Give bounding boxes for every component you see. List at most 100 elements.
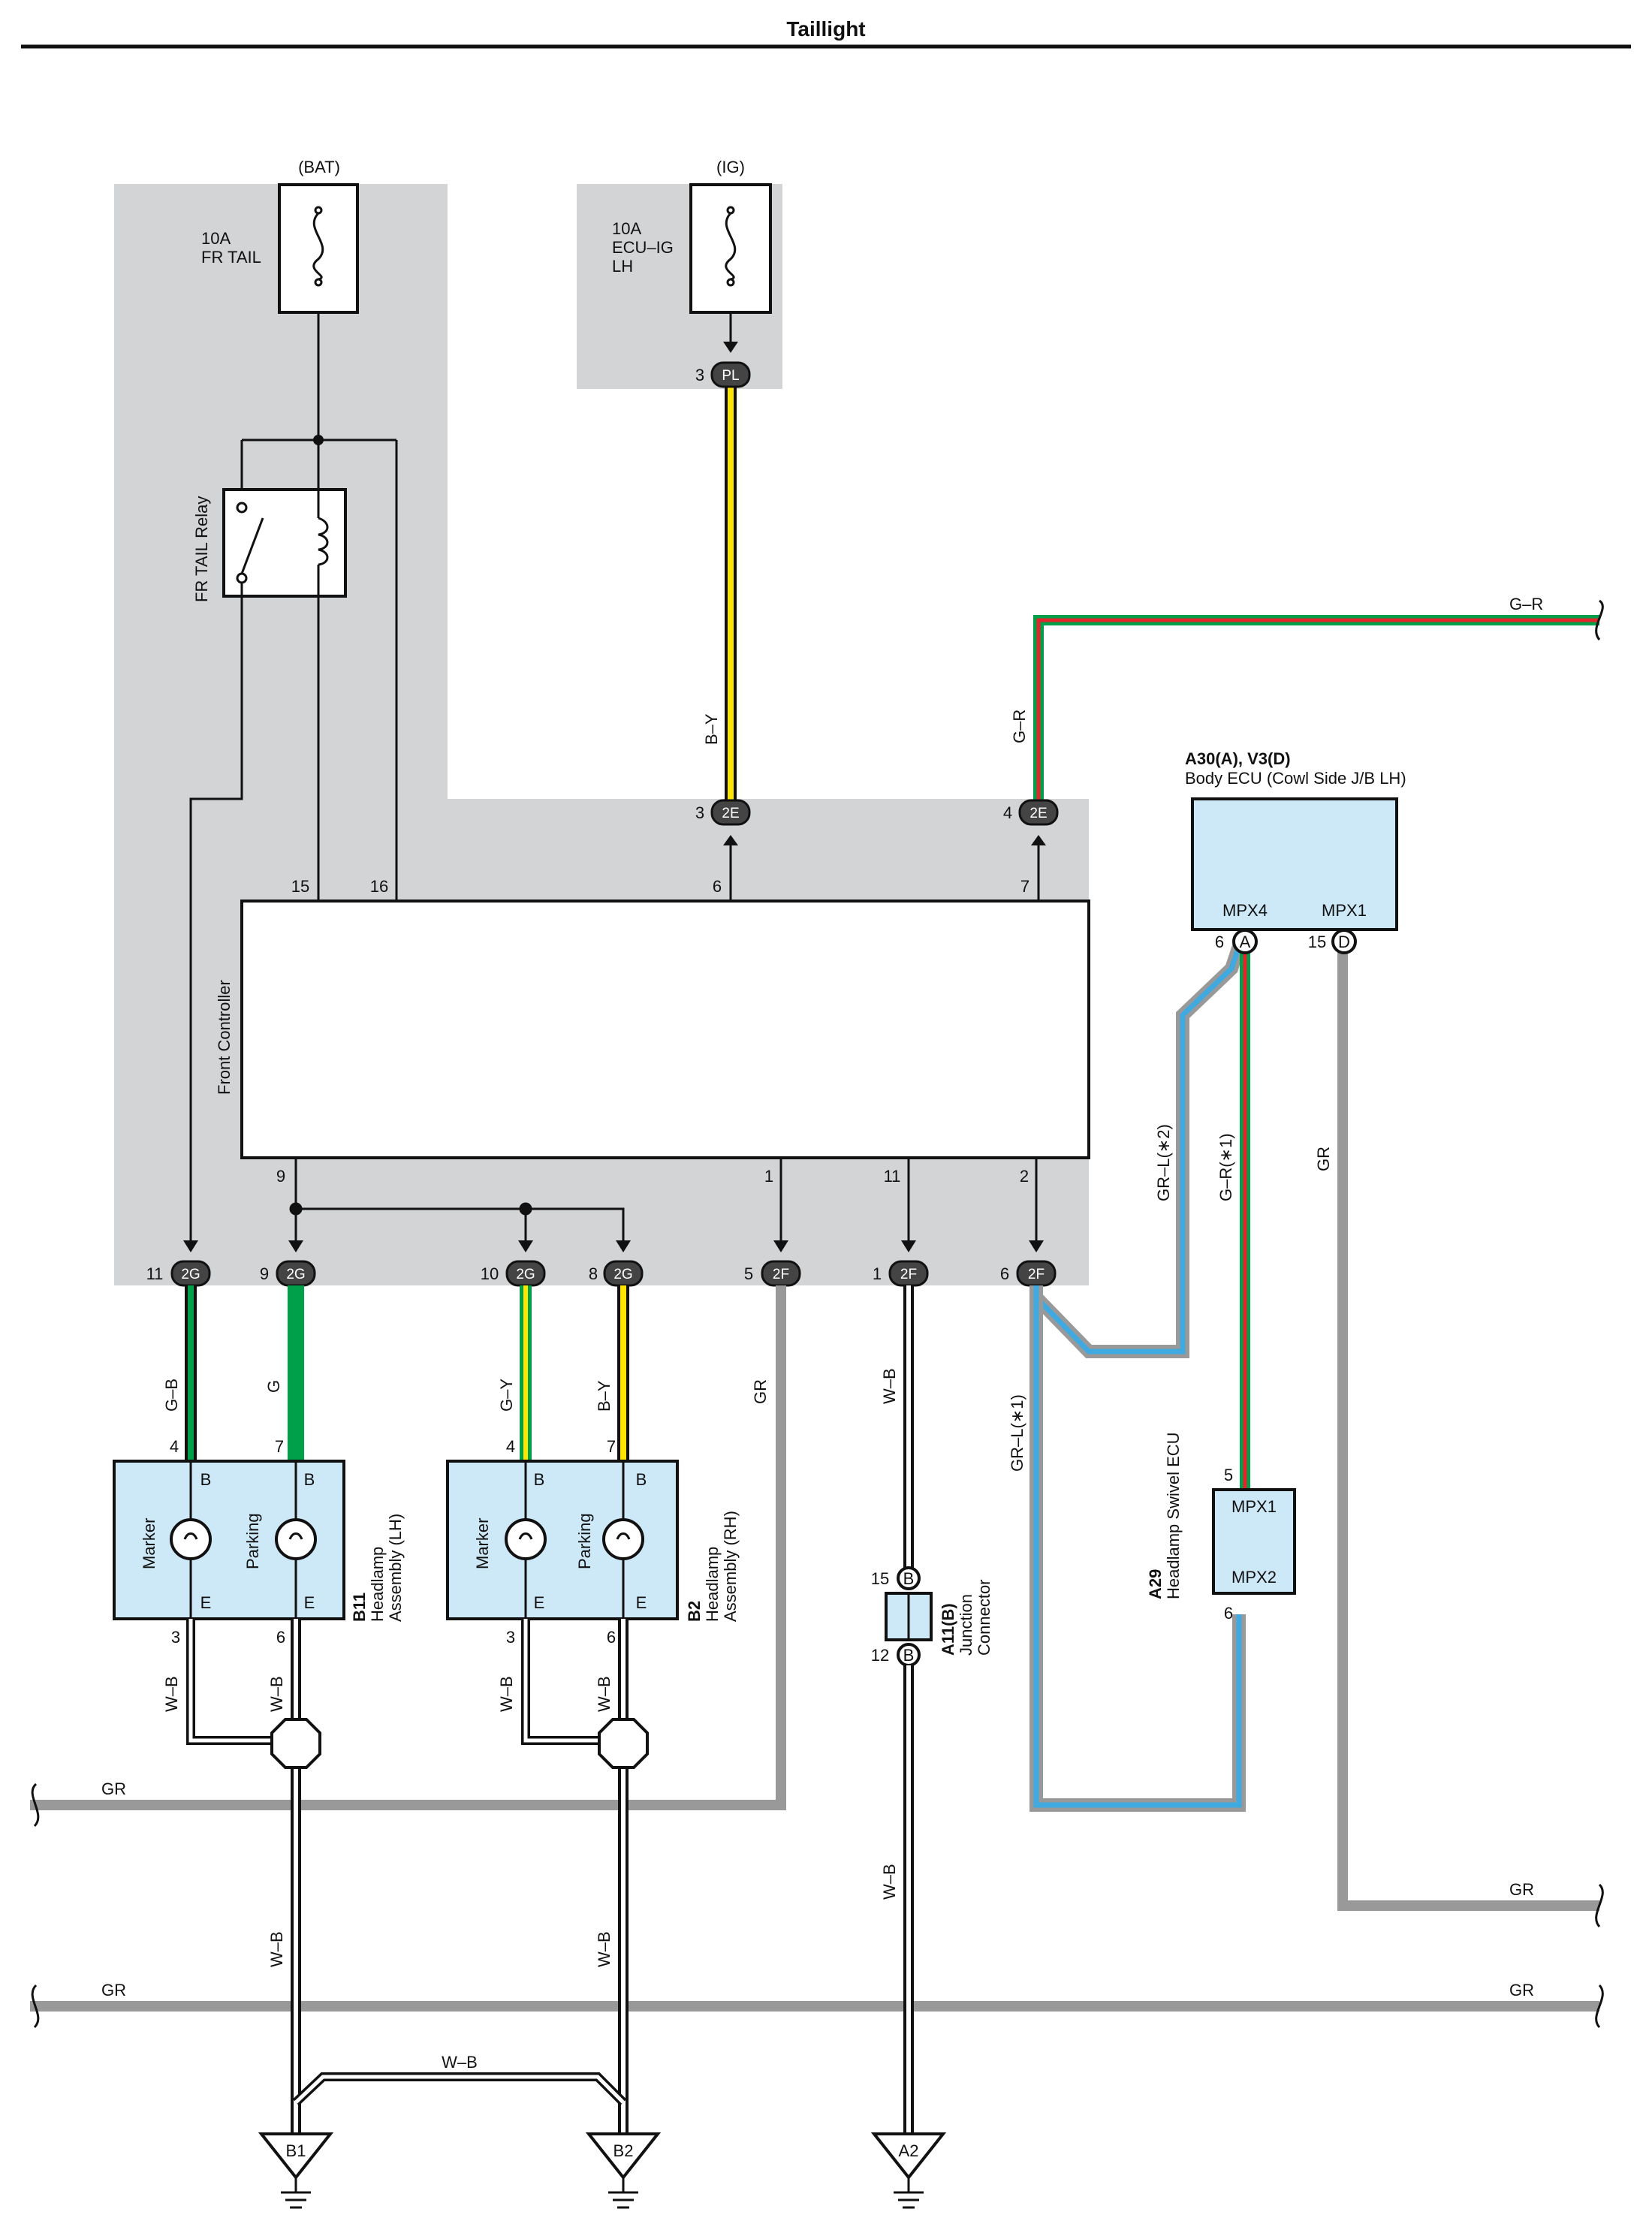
svg-text:GR: GR	[1509, 1880, 1534, 1899]
svg-text:GR: GR	[751, 1379, 770, 1404]
svg-text:E: E	[200, 1593, 212, 1612]
splice-lh	[270, 1718, 321, 1769]
svg-text:15: 15	[1308, 933, 1326, 951]
svg-text:G–R(∗1): G–R(∗1)	[1216, 1133, 1235, 1201]
svg-text:6: 6	[1224, 1604, 1233, 1623]
wires-rh-ground: W–B W–B W–B	[497, 1619, 629, 2134]
headlamp-swivel-ecu: MPX1 MPX2 5 6 A29 Headlamp Swivel ECU	[1146, 1432, 1296, 1623]
svg-text:MPX4: MPX4	[1222, 901, 1268, 920]
svg-text:G–R: G–R	[1010, 710, 1029, 743]
ground-b1: B1	[258, 2132, 334, 2209]
svg-text:W–B: W–B	[162, 1676, 181, 1712]
connector-2f-6: 2F 6	[1000, 1240, 1057, 1287]
svg-text:3: 3	[695, 366, 704, 384]
svg-text:W–B: W–B	[880, 1368, 899, 1404]
svg-text:B: B	[903, 1646, 915, 1665]
svg-text:W–B: W–B	[267, 1931, 286, 1967]
ground-b2: B2	[585, 2132, 662, 2209]
svg-text:12: 12	[871, 1646, 889, 1665]
fuse-fr-tail: (BAT) 10A FR TAIL	[201, 158, 359, 314]
svg-text:2F: 2F	[900, 1267, 917, 1282]
svg-text:Junction: Junction	[957, 1594, 975, 1656]
svg-text:Marker: Marker	[473, 1518, 492, 1569]
svg-text:W–B: W–B	[442, 2053, 478, 2072]
svg-text:Marker: Marker	[140, 1518, 158, 1569]
svg-text:2F: 2F	[1028, 1267, 1045, 1282]
svg-text:ECU–IG: ECU–IG	[612, 238, 674, 257]
svg-text:Headlamp: Headlamp	[703, 1547, 722, 1622]
headlamp-assembly-rh: 4 7 B B E E Marker Parking 3 6 B2 Headla…	[446, 1437, 740, 1647]
wire-g: G	[264, 1285, 304, 1461]
svg-text:W–B: W–B	[880, 1864, 899, 1900]
splice-rh	[598, 1718, 649, 1769]
svg-text:MPX1: MPX1	[1322, 901, 1367, 920]
svg-text:6: 6	[276, 1628, 285, 1647]
svg-text:E: E	[534, 1593, 545, 1612]
svg-text:W–B: W–B	[497, 1676, 516, 1712]
svg-text:1: 1	[873, 1264, 882, 1283]
svg-text:2E: 2E	[1029, 806, 1047, 821]
wires-lh-ground: W–B W–B W–B	[162, 1619, 301, 2134]
svg-text:Parking: Parking	[243, 1513, 262, 1569]
wire-gr-mpx1: GR GR	[1314, 951, 1604, 1928]
wire-gr-f5: GR GR	[30, 1285, 786, 1828]
body-ecu: A30(A), V3(D) Body ECU (Cowl Side J/B LH…	[1185, 749, 1406, 954]
svg-text:G–B: G–B	[162, 1379, 181, 1412]
svg-text:G–R: G–R	[1509, 595, 1543, 613]
svg-text:6: 6	[713, 877, 722, 896]
connector-2e-right: 2E 4	[1003, 799, 1059, 826]
wire-by-rh: B–Y	[595, 1285, 629, 1461]
svg-text:B: B	[200, 1470, 212, 1489]
svg-text:E: E	[304, 1593, 315, 1612]
relay-label: FR TAIL Relay	[192, 496, 211, 602]
svg-text:5: 5	[1224, 1466, 1233, 1484]
svg-text:MPX2: MPX2	[1231, 1568, 1277, 1587]
svg-text:7: 7	[607, 1437, 616, 1456]
svg-text:4: 4	[506, 1437, 515, 1456]
svg-text:D: D	[1338, 933, 1350, 951]
svg-text:3: 3	[506, 1628, 515, 1647]
svg-text:A: A	[1240, 933, 1251, 951]
svg-text:B: B	[304, 1470, 315, 1489]
svg-text:FR TAIL: FR TAIL	[201, 248, 261, 267]
front-controller: Front Controller 15 16 6 7 9 1 11 2	[215, 877, 1090, 1186]
svg-text:Connector: Connector	[975, 1579, 993, 1656]
svg-text:10A: 10A	[201, 229, 231, 248]
svg-text:B2: B2	[613, 2141, 634, 2160]
svg-text:2G: 2G	[516, 1267, 535, 1282]
headlamp-assembly-lh: 4 7 B B E E Marker Parking 3 6 B11 Headl…	[113, 1437, 405, 1647]
connector-2f-1: 2F 1	[873, 1240, 929, 1287]
svg-text:3: 3	[171, 1628, 180, 1647]
svg-text:9: 9	[276, 1167, 285, 1186]
svg-text:(IG): (IG)	[716, 158, 745, 176]
svg-text:B: B	[534, 1470, 545, 1489]
wire-wb-f1: W–B	[880, 1285, 914, 1578]
svg-text:W–B: W–B	[267, 1676, 286, 1712]
svg-text:Parking: Parking	[575, 1513, 594, 1569]
svg-text:B–Y: B–Y	[702, 713, 721, 745]
svg-text:11: 11	[146, 1264, 164, 1283]
svg-text:2F: 2F	[773, 1267, 789, 1282]
connector-pl: PL 3	[695, 361, 751, 388]
svg-text:4: 4	[170, 1437, 179, 1456]
svg-text:15: 15	[291, 877, 309, 896]
wire-by-top: B–Y	[702, 312, 738, 901]
svg-text:5: 5	[744, 1264, 753, 1283]
svg-text:B–Y: B–Y	[595, 1380, 613, 1412]
controller-bottom-wires	[289, 1158, 1038, 1246]
svg-text:LH: LH	[612, 257, 633, 276]
svg-text:PL: PL	[722, 368, 739, 384]
svg-text:G–Y: G–Y	[497, 1379, 516, 1412]
junction-connector: B 15 B 12 A11(B) Junction Connector W–B	[871, 1566, 993, 2134]
svg-text:E: E	[636, 1593, 647, 1612]
svg-text:A2: A2	[899, 2141, 919, 2160]
wire-gr-bus-lower: GR GR	[30, 1981, 1604, 2029]
wire-gb: G–B	[162, 1285, 197, 1461]
wire-gr-top: G–R G–R	[1010, 595, 1604, 901]
svg-text:Headlamp: Headlamp	[368, 1547, 387, 1622]
fuse-ecu-ig: (IG) 10A ECU–IG LH	[612, 158, 772, 314]
svg-text:3: 3	[695, 803, 704, 822]
connector-2e-left: 2E 3	[695, 799, 751, 826]
svg-text:GR–L(∗1): GR–L(∗1)	[1008, 1394, 1026, 1472]
svg-text:Body ECU (Cowl Side J/B LH): Body ECU (Cowl Side J/B LH)	[1185, 769, 1406, 788]
